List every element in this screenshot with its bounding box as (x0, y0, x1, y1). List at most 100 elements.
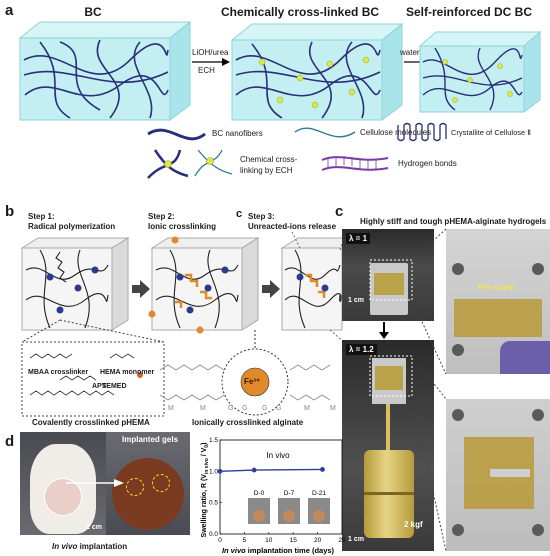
step2-title: Step 2: (148, 212, 175, 221)
hydrogel-cube-3 (280, 231, 345, 343)
chart-ylabel: Swelling ratio, R (Vin vivo / V0) (201, 443, 210, 538)
y-tick-label: 1.5 (209, 437, 218, 444)
x-tick-label: 20 (314, 537, 322, 544)
precrack-photo-top (446, 229, 550, 374)
legend-crosslink-1: Chemical cross- (240, 155, 298, 164)
arrow2-label-top: water (400, 48, 420, 57)
chart-title: In vivo (266, 451, 290, 460)
y-tick-label: 1.0 (209, 468, 218, 475)
y-tick-label: 0.0 (209, 531, 218, 538)
alginate-m-label-3: M (304, 405, 310, 412)
crosslink-legend-icon (147, 149, 233, 179)
inset-label-d0: D-0 (254, 490, 265, 497)
inset-label-d21: D-21 (312, 490, 326, 497)
alginate-g-label-2: G (242, 405, 248, 412)
lambda-2-label: λ = 1.2 (346, 344, 377, 355)
chart-inset-photos (248, 498, 330, 524)
stage-title-chemical: Chemically cross-linked BC (220, 5, 380, 19)
panel-b-illustration (20, 231, 345, 417)
legend-molecules: Cellulose molecules (360, 128, 432, 137)
x-tick-label: 10 (265, 537, 273, 544)
alginate-g-label-1: G (228, 405, 234, 412)
tensile-photo-loaded (342, 340, 434, 551)
load-label: 2 kgf (404, 520, 423, 529)
chart-ylabel-end: ) (201, 443, 208, 445)
chart-xlabel-rest: implantation time (days) (246, 546, 335, 555)
legend-hbonds: Hydrogen bonds (398, 159, 457, 168)
series-line (219, 468, 323, 472)
data-point (251, 467, 257, 473)
implanted-gels-label: Implanted gels (122, 435, 179, 444)
fe-ion-label: Fe³⁺ (244, 377, 261, 386)
molecule-legend-icon (294, 127, 356, 138)
legend-crystallite: Crystallite of Cellulose Ⅱ (451, 128, 531, 137)
chemically-crosslinked-block (230, 22, 404, 121)
hema-label: HEMA monomer (100, 369, 155, 376)
lambda-1-label: λ = 1 (346, 233, 371, 244)
crystallite-legend-icon (397, 122, 447, 142)
y-tick-label: 0.5 (209, 500, 218, 507)
x-tick-label: 5 (243, 537, 247, 544)
chart-ylabel-sub2: 0 (204, 445, 210, 448)
data-point (217, 468, 223, 474)
inset-label-d7: D-7 (284, 490, 295, 497)
mouse-caption-rest: implantation (77, 542, 128, 551)
scale-bar-1cm-top: 1 cm (348, 297, 364, 304)
dc-bc-block (418, 30, 542, 113)
panel-a-illustration (18, 20, 542, 179)
hydrogel-cube-1 (20, 237, 130, 331)
step2-desc: Ionic crosslinking (148, 222, 217, 231)
hydrogel-cube-2 (148, 236, 260, 334)
alginate-g-label-3: G (262, 405, 268, 412)
alginate-m-label-2: M (200, 405, 206, 412)
step1-desc: Radical polymerization (28, 222, 116, 231)
alginate-g-label-4: G (276, 405, 282, 412)
mouse-caption-italic: In vivo (52, 542, 78, 551)
alginate-caption: Ionically crosslinked alginate (192, 418, 304, 427)
chart-ylabel-main: Swelling ratio, R (V (201, 474, 208, 538)
x-tick-label: 15 (290, 537, 298, 544)
tensile-photo-relaxed (342, 229, 434, 321)
step1-title: Step 1: (28, 212, 55, 221)
x-tick-label: 25 (338, 537, 346, 544)
precrack-photo-bottom (446, 399, 550, 551)
mouse-arrow (66, 479, 124, 487)
precrack-label: Pre-crack (478, 283, 515, 292)
mouse-caption: In vivo implantation (52, 542, 127, 551)
step3-title: Step 3: (248, 212, 275, 221)
chart-ylabel-mid: / V (201, 447, 208, 458)
panel-c-label: c (335, 203, 344, 220)
hydrogen-bond-legend-icon (321, 156, 389, 171)
data-point (320, 467, 325, 472)
arrow1-label-top: LiOH/urea (192, 48, 229, 57)
panel-d-label: d (5, 433, 15, 450)
phema-caption: Covalently crosslinked pHEMA (32, 418, 150, 427)
chart-frame (219, 439, 343, 535)
mouse-photo-right (106, 432, 190, 535)
scale-bar-1cm-bottom: 1 cm (348, 536, 364, 543)
mouse-scale-label: 2 cm (86, 524, 102, 531)
aps-label: APS (92, 383, 107, 390)
alginate-m-label-4: M (330, 405, 336, 412)
legend-crosslink-2: linking by ECH (240, 166, 293, 175)
alginate-detail (159, 330, 331, 416)
stage-title-dc: Self-reinforced DC BC (405, 5, 533, 19)
alginate-m-label-1: M (168, 405, 174, 412)
chart-xlabel: In vivo implantation time (days) (222, 546, 335, 555)
mbaa-label: MBAA crosslinker (28, 369, 89, 376)
panel-b-label: b (5, 203, 15, 220)
panel-c-arrow (379, 322, 389, 339)
temed-label: TEMED (102, 383, 127, 390)
arrow1-label-bottom: ECH (198, 66, 215, 75)
chart-ylabel-sub1: in vivo (204, 458, 210, 474)
panel-c-title: Highly stiff and tough pHEMA-alginate hy… (360, 217, 547, 226)
mouse-photo-left (20, 432, 106, 535)
legend-nanofibers: BC nanofibers (212, 129, 263, 138)
bc-block (18, 20, 192, 121)
nanofiber-legend-icon (147, 128, 206, 141)
stage-title-bc: BC (84, 5, 102, 19)
panel-b-sub-c: c (236, 208, 243, 220)
panel-a-label: a (5, 2, 14, 19)
x-tick-label: 0 (218, 537, 222, 544)
